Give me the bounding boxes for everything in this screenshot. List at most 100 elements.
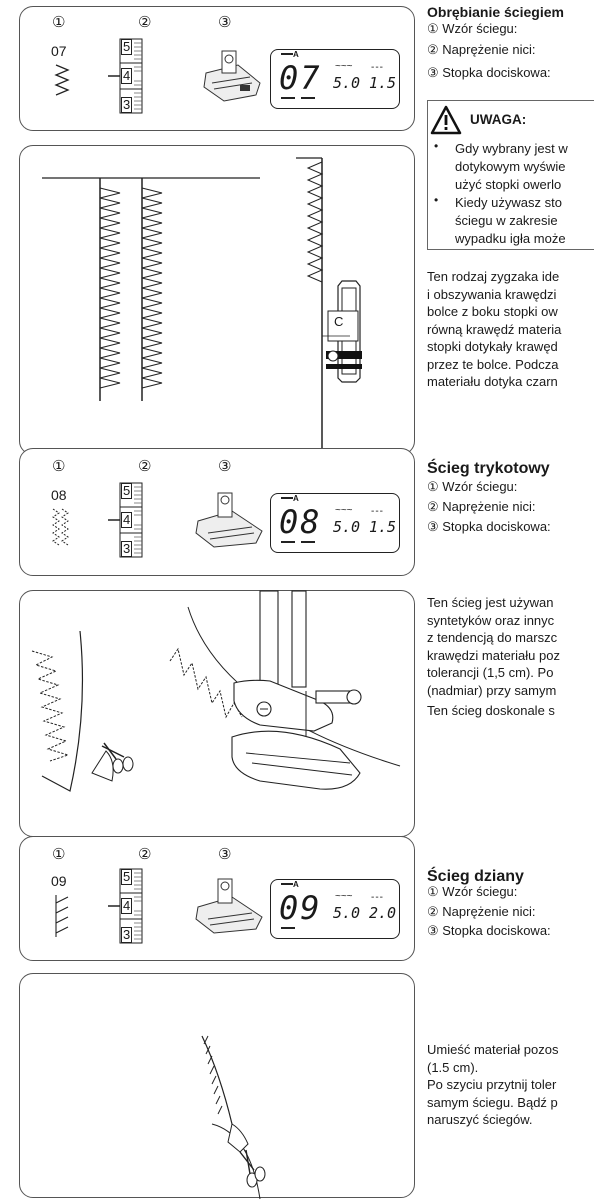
label-foot-circle: ③ xyxy=(218,13,232,31)
paragraph-line: tolerancji (1,5 cm). Po xyxy=(427,665,554,680)
label-pattern-circle: ① xyxy=(52,13,66,31)
warning-triangle-icon xyxy=(430,105,462,135)
list-pattern: ① Wzór ściegu: xyxy=(427,479,518,494)
settings-panel-07: ① ② ③ 07 5 4 3 A 07 ~~~ 5.0 --- 1.5 xyxy=(19,6,415,131)
warning-bullet-icon: • xyxy=(434,193,439,207)
label-tension-circle: ② xyxy=(138,845,152,863)
list-foot: ③ Stopka dociskowa: xyxy=(427,519,551,534)
dial-mid-number: 4 xyxy=(121,898,133,914)
paragraph-line: bolce z boku stopki ow xyxy=(427,304,558,319)
label-foot-circle: ③ xyxy=(218,457,232,475)
list-pattern: ① Wzór ściegu: xyxy=(427,21,518,36)
paragraph-line: syntetyków oraz innyc xyxy=(427,612,555,628)
lcd-length-value: 1.5 xyxy=(369,518,397,536)
label-pattern-circle: ① xyxy=(52,845,66,863)
lcd-wave-icon: ~~~ xyxy=(335,891,353,902)
label-tension-circle: ② xyxy=(138,13,152,31)
lcd-pattern-number: 08 xyxy=(279,503,322,541)
zigzag-foot-icon xyxy=(195,492,263,548)
dial-top-number: 5 xyxy=(121,39,133,55)
list-foot: ③ Stopka dociskowa: xyxy=(427,65,551,80)
dial-mid-number: 4 xyxy=(121,68,133,84)
knit-stitch-illustration xyxy=(201,1035,266,1200)
lcd-wave-icon: ~~~ xyxy=(335,61,353,72)
section-title-knit: Ścieg dziany xyxy=(427,868,524,885)
lcd-tension-value: 5.0 xyxy=(333,74,361,92)
paragraph-line: Ten rodzaj zygzaka ide xyxy=(427,269,560,284)
lcd-bar-icon xyxy=(281,497,293,499)
warning-line: Gdy wybrany jest w xyxy=(455,141,568,156)
dial-top-number: 5 xyxy=(121,869,133,885)
lcd-length-value: 1.5 xyxy=(369,74,397,92)
paragraph-line: Po szyciu przytnij toler xyxy=(427,1077,557,1092)
paragraph-line: Ten ścieg doskonale s xyxy=(427,703,555,718)
paragraph-line: równą krawędź materia xyxy=(427,321,562,337)
paragraph-line: krawędzi materiału poz xyxy=(427,647,560,663)
section-title-tricot: Ścieg trykotowy xyxy=(427,460,550,477)
lcd-underline-icon xyxy=(301,97,315,99)
paragraph-line: Ten ścieg jest używan xyxy=(427,595,554,610)
paragraph-line: (1.5 cm). xyxy=(427,1059,479,1075)
illustration-panel-09 xyxy=(19,973,415,1200)
lcd-underline-icon xyxy=(281,541,295,543)
lcd-display: A 07 ~~~ 5.0 --- 1.5 xyxy=(270,49,400,109)
lcd-marker-a: A xyxy=(293,50,299,59)
dial-bottom-number: 3 xyxy=(121,97,133,113)
paragraph-line: naruszyć ściegów. xyxy=(427,1112,533,1127)
warning-line: Kiedy używasz sto xyxy=(455,195,562,210)
lcd-dash-icon: --- xyxy=(371,892,384,903)
lcd-display: A 08 ~~~ 5.0 --- 1.5 xyxy=(270,493,400,553)
lcd-length-value: 2.0 xyxy=(369,904,397,922)
lcd-tension-value: 5.0 xyxy=(333,518,361,536)
tricot-stitch-illustration xyxy=(31,590,401,792)
dial-top-number: 5 xyxy=(121,483,133,499)
lcd-underline-icon xyxy=(301,541,315,543)
overcast-stitch-icon xyxy=(54,64,70,96)
settings-panel-09: ① ② ③ 09 5 4 3 A 09 ~~~ 5.0 --- 2.0 xyxy=(19,836,415,961)
pattern-number: 07 xyxy=(51,43,67,59)
lcd-underline-icon xyxy=(281,97,295,99)
paragraph-line: samym ściegu. Bądź p xyxy=(427,1094,558,1110)
illustration-panel-07: C xyxy=(19,145,415,455)
lcd-wave-icon: ~~~ xyxy=(335,505,353,516)
lcd-marker-a: A xyxy=(293,880,299,889)
warning-line: ściegu w zakresie xyxy=(455,213,558,228)
knit-stitch-icon xyxy=(55,895,69,937)
dial-mid-number: 4 xyxy=(121,512,133,528)
paragraph-line: (nadmiar) przy samym xyxy=(427,682,557,698)
lcd-marker-a: A xyxy=(293,494,299,503)
settings-panel-08: ① ② ③ 08 5 4 3 A 08 ~~~ 5.0 --- 1 xyxy=(19,448,415,576)
label-pattern-circle: ① xyxy=(52,457,66,475)
tricot-stitch-icon xyxy=(52,508,69,546)
paragraph-line: i obszywania krawędzi xyxy=(427,286,557,302)
label-foot-circle: ③ xyxy=(218,845,232,863)
list-pattern: ① Wzór ściegu: xyxy=(427,884,518,899)
list-tension: ② Naprężenie nici: xyxy=(427,904,536,919)
label-tension-circle: ② xyxy=(138,457,152,475)
dial-bottom-number: 3 xyxy=(121,541,133,557)
lcd-dash-icon: --- xyxy=(371,506,384,517)
list-tension: ② Naprężenie nici: xyxy=(427,499,536,514)
paragraph-line: materiału dotyka czarn xyxy=(427,374,558,389)
paragraph-knit: Umieść materiał pozos (1.5 cm). Po szyci… xyxy=(427,1041,559,1129)
illustration-panel-08 xyxy=(19,590,415,837)
lcd-pattern-number: 07 xyxy=(279,59,322,97)
warning-line: dotykowym wyświe xyxy=(455,159,566,174)
zigzag-foot-icon xyxy=(195,878,263,934)
paragraph-line: Umieść materiał pozos xyxy=(427,1042,559,1057)
list-tension: ② Naprężenie nici: xyxy=(427,42,536,57)
lcd-tension-value: 5.0 xyxy=(333,904,361,922)
warning-line: wypadku igła może xyxy=(455,231,566,246)
lcd-dash-icon: --- xyxy=(371,62,384,73)
overcast-foot-icon xyxy=(203,50,261,102)
lcd-display: A 09 ~~~ 5.0 --- 2.0 xyxy=(270,879,400,939)
foot-letter-c: C xyxy=(334,314,344,329)
lcd-underline-icon xyxy=(281,927,295,929)
lcd-bar-icon xyxy=(281,883,293,885)
warning-title: UWAGA: xyxy=(470,112,527,127)
paragraph-line: stopki dotykały krawęd xyxy=(427,339,558,354)
pattern-number: 08 xyxy=(51,487,67,503)
pattern-number: 09 xyxy=(51,873,67,889)
dial-bottom-number: 3 xyxy=(121,927,133,943)
warning-line: użyć stopki owerlo xyxy=(455,177,562,192)
